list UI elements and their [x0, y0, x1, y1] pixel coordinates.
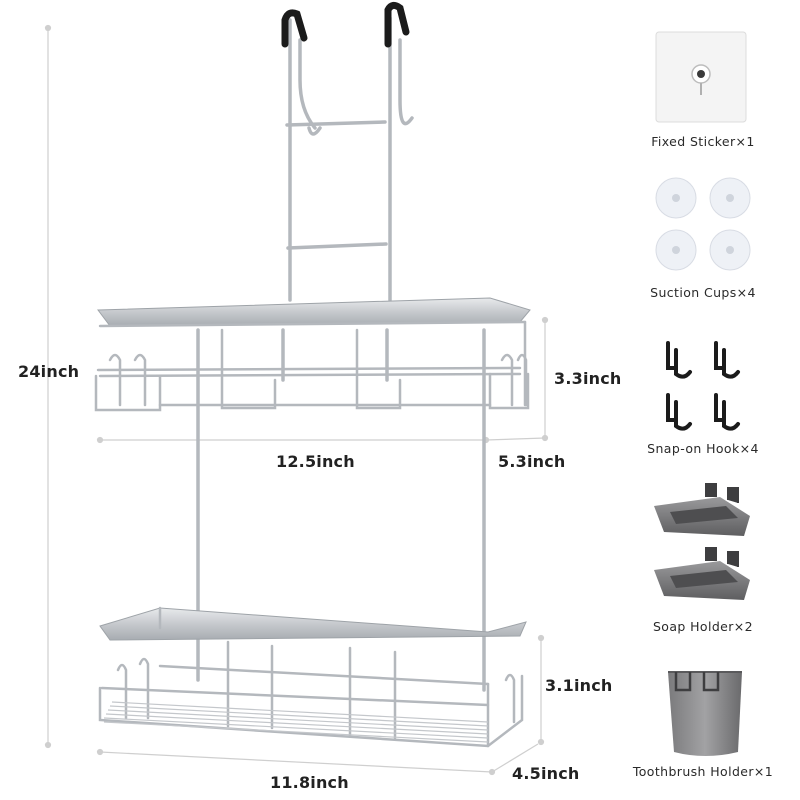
hook-tips: [281, 1, 410, 48]
bottom-basket: [98, 606, 527, 748]
bottom-basket-depth-label: 4.5inch: [512, 764, 580, 783]
bottom-depth-line: [491, 743, 539, 773]
snap-hook-icon: [666, 341, 740, 431]
caddy-frame: [196, 16, 486, 692]
accessory-label-sticker: Fixed Sticker×1: [651, 134, 755, 149]
adhesive-sticker-icon: [655, 31, 747, 123]
top-depth-line: [485, 437, 546, 441]
accessory-label-toothbrush-holder: Toothbrush Holder×1: [632, 764, 774, 779]
accessory-label-suction-cups: Suction Cups×4: [650, 285, 756, 300]
bottom-basket-height-label: 3.1inch: [545, 676, 613, 695]
top-basket-width-label: 12.5inch: [276, 452, 355, 471]
top-basket: [94, 297, 531, 412]
toothbrush-cup-icon: [668, 671, 742, 756]
dimension-lines: [44, 24, 549, 776]
top-basket-height-label: 3.3inch: [554, 369, 622, 388]
accessory-label-snap-hook: Snap-on Hook×4: [647, 441, 759, 456]
total-height-label: 24inch: [18, 362, 80, 381]
accessory-label-soap-holder: Soap Holder×2: [652, 619, 754, 634]
soap-dish-icon: [654, 483, 750, 600]
bottom-basket-width-label: 11.8inch: [270, 773, 349, 792]
bottom-width-line: [99, 751, 493, 773]
top-basket-depth-label: 5.3inch: [498, 452, 566, 471]
suction-cup-icon: [655, 177, 751, 271]
